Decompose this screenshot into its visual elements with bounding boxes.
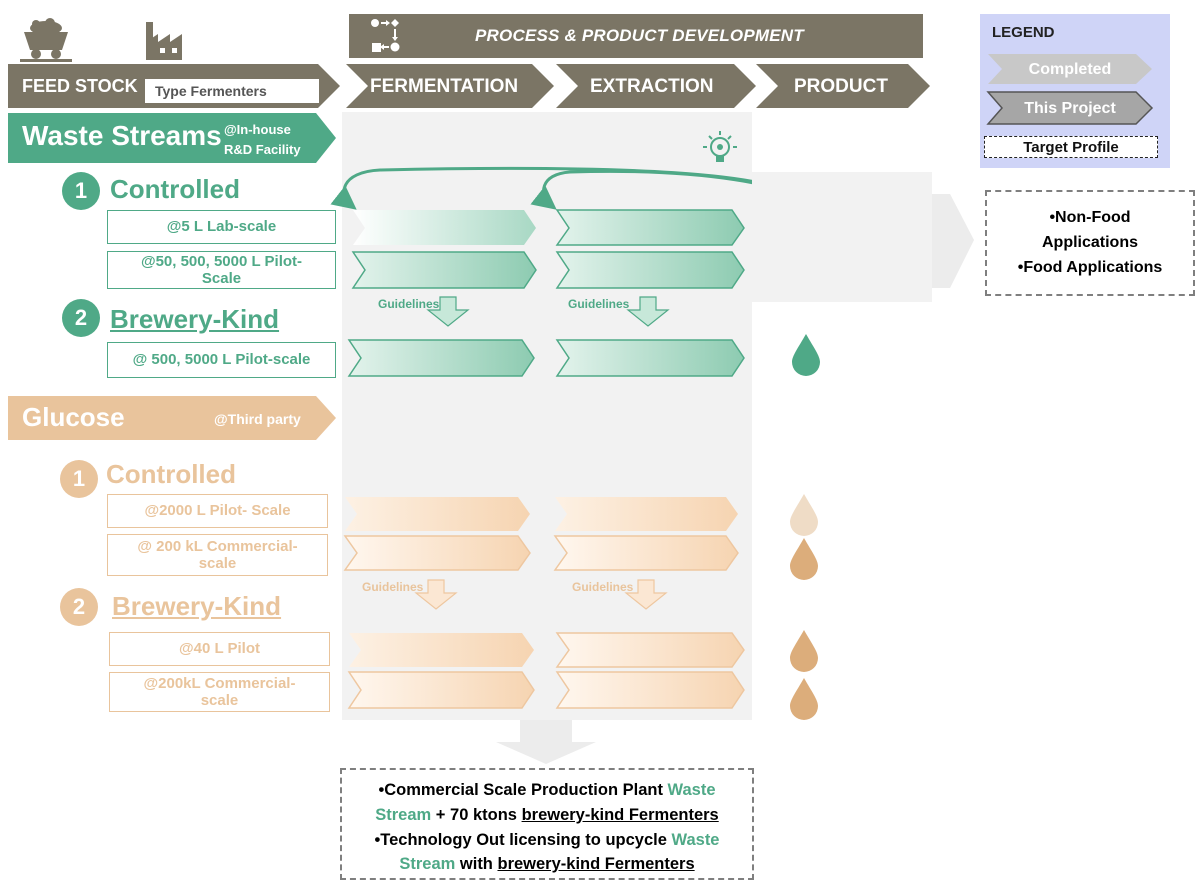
- waste-guideline-label-1: Guidelines: [378, 297, 440, 311]
- glucose-row1-extraction-chevron: [555, 497, 738, 531]
- glucose-brewery-number: 2: [60, 588, 98, 626]
- applications-arrow: [752, 172, 972, 302]
- commercial-line-2: Stream + 70 ktons brewery-kind Fermenter…: [375, 805, 719, 824]
- legend-chevrons: [986, 54, 1154, 125]
- feedstock-label: FEED STOCK: [22, 76, 138, 96]
- glucose-brewery-row2-fermentation-chevron: [347, 671, 535, 709]
- waste-guideline-label-2: Guidelines: [568, 297, 630, 311]
- waste-location-2: R&D Facility: [224, 142, 301, 157]
- glucose-controlled-label: Controlled: [106, 459, 236, 489]
- waste-row2-extraction-chevron: [555, 251, 745, 289]
- waste-row1-fermentation-chevron: [353, 210, 536, 245]
- fermentation-chevron: [346, 64, 554, 108]
- commercial-line-3: •Technology Out licensing to upcycle Was…: [374, 830, 720, 849]
- waste-guideline-arrow-2: [626, 296, 670, 327]
- process-dev-title: PROCESS & PRODUCT DEVELOPMENT: [475, 26, 804, 45]
- waste-location-1: @In-house: [224, 122, 291, 137]
- glucose-row2-extraction-chevron: [553, 535, 739, 571]
- legend: LEGEND Completed This Project Target Pro…: [980, 14, 1170, 168]
- process-dev-banner: PROCESS & PRODUCT DEVELOPMENT: [349, 14, 923, 58]
- glucose-controlled-row-1: @2000 L Pilot- Scale: [107, 494, 328, 528]
- type-fermenters-box: Type Fermenters: [145, 79, 319, 103]
- glucose-title: Glucose: [22, 402, 125, 432]
- waste-brewery-fermentation-chevron: [347, 339, 535, 377]
- mine-cart-icon: [20, 18, 72, 62]
- drop-waste-3: [792, 334, 820, 376]
- legend-this-project: This Project: [1024, 100, 1116, 117]
- glucose-guideline-label-2: Guidelines: [572, 580, 634, 594]
- product-chevron: [756, 64, 930, 108]
- commercial-arrow: [496, 720, 596, 764]
- glucose-brewery-row1-fermentation-chevron: [349, 633, 534, 667]
- legend-completed: Completed: [1028, 61, 1112, 78]
- commercial-line-4: Stream with brewery-kind Fermenters: [399, 855, 695, 874]
- glucose-brewery-row-1: @40 L Pilot: [109, 632, 330, 666]
- glucose-controlled-number: 1: [60, 460, 98, 498]
- waste-brewery-row-1: @ 500, 5000 L Pilot-scale: [107, 342, 336, 378]
- waste-streams-banner-shape: [8, 113, 336, 163]
- flow-icon: [371, 19, 400, 52]
- glucose-brewery-row-2: @200kL Commercial- scale: [109, 672, 330, 712]
- glucose-row1-fermentation-chevron: [345, 497, 530, 531]
- waste-guideline-arrow-1: [426, 296, 470, 327]
- glucose-controlled-row-2: @ 200 kL Commercial- scale: [107, 534, 328, 576]
- glucose-brewery-label: Brewery-Kind: [112, 591, 282, 621]
- waste-brewery-chevrons: [347, 339, 745, 377]
- applications-box: •Non-Food Applications •Food Application…: [985, 190, 1195, 296]
- lightbulb-icon: [703, 131, 737, 162]
- glucose-guideline-arrow-2: [624, 579, 668, 610]
- drop-glucose-1: [790, 494, 818, 536]
- feedback-arrow-long: [330, 166, 808, 210]
- glucose-guideline-label-1: Guidelines: [362, 580, 424, 594]
- waste-brewery-extraction-chevron: [555, 339, 745, 377]
- commercial-line-1: •Commercial Scale Production Plant Waste: [378, 781, 716, 799]
- glucose-guideline-arrow-1: [414, 579, 458, 610]
- glucose-brewery-row2-extraction-chevron: [555, 671, 745, 709]
- drop-glucose-2: [790, 538, 818, 580]
- waste-row2-fermentation-chevron: [351, 251, 537, 289]
- glucose-banner-shape: [8, 396, 336, 440]
- drop-glucose-3: [790, 630, 818, 672]
- waste-row1-chevrons: [353, 209, 745, 246]
- waste-controlled-label: Controlled: [110, 174, 240, 204]
- glucose-row2-fermentation-chevron: [343, 535, 531, 571]
- waste-controlled-number: 1: [62, 172, 100, 210]
- waste-row1-extraction-chevron: [555, 209, 745, 246]
- waste-brewery-label: Brewery-Kind: [110, 304, 280, 334]
- waste-controlled-row-1: @5 L Lab-scale: [107, 210, 336, 244]
- waste-streams-title: Waste Streams: [22, 120, 222, 151]
- fermentation-label: FERMENTATION: [370, 76, 519, 97]
- commercial-box: •Commercial Scale Production Plant Waste…: [340, 768, 754, 880]
- legend-target-profile: Target Profile: [984, 136, 1158, 158]
- waste-row2-chevrons: [351, 251, 745, 289]
- extraction-label: EXTRACTION: [590, 76, 714, 97]
- glucose-brewery-row1-extraction-chevron: [555, 632, 745, 668]
- applications-arrow-tip: [932, 194, 974, 288]
- waste-brewery-number: 2: [62, 299, 100, 337]
- drop-glucose-4: [790, 678, 818, 720]
- waste-controlled-row-2: @50, 500, 5000 L Pilot- Scale: [107, 251, 336, 289]
- product-label: PRODUCT: [794, 76, 888, 97]
- factory-icon: [146, 22, 182, 60]
- legend-title: LEGEND: [992, 24, 1055, 41]
- extraction-chevron: [556, 64, 756, 108]
- glucose-location: @Third party: [214, 411, 301, 427]
